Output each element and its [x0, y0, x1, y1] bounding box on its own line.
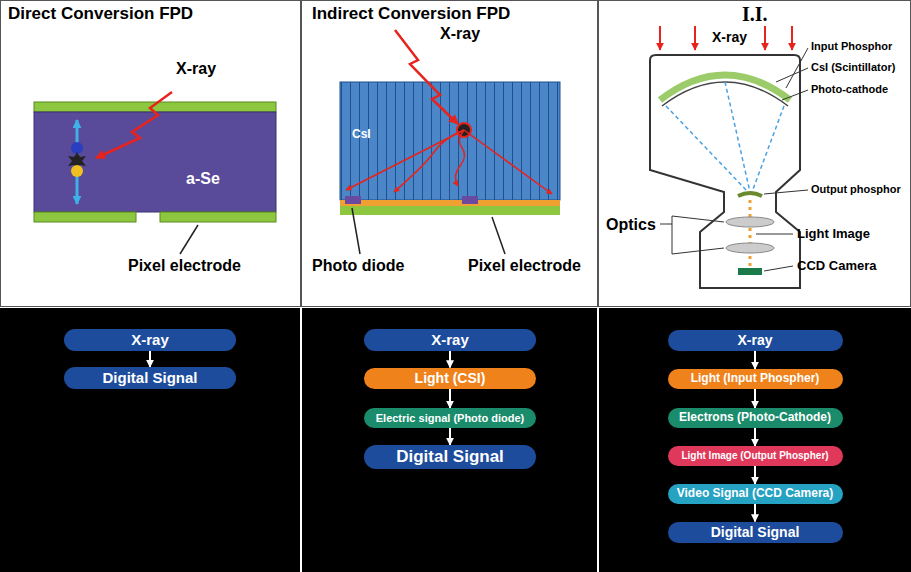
x-ray-arrow [395, 30, 458, 124]
node-text: Electrons (Photo-Cathode) [679, 411, 831, 425]
bottom-panel [302, 308, 597, 572]
substrate [340, 206, 560, 215]
part-label: CsI [352, 128, 371, 141]
lens [726, 243, 774, 253]
bottom-panel [599, 308, 911, 572]
x-ray-arrow [694, 26, 696, 50]
part-label: Output phosphor [811, 183, 901, 195]
process-pill: Electrons (Photo-Cathode) [668, 408, 843, 428]
leader-line [756, 234, 793, 235]
process-pill: Electric signal (Photo diode) [364, 408, 536, 428]
node-text: Light (Input Phospher) [691, 372, 820, 386]
leader-line [180, 225, 198, 254]
optics-bracket [660, 216, 724, 254]
part-label: Photo diode [312, 257, 404, 275]
flow-arrow [149, 351, 151, 367]
process-pill: Video Signal (CCD Camera) [668, 484, 843, 504]
part-label: Photo-cathode [811, 83, 888, 95]
node-text: X-ray [737, 332, 772, 348]
flow-arrow [449, 389, 451, 409]
node-text: X-ray [431, 331, 469, 348]
part-label: Indirect Conversion FPD [312, 5, 510, 24]
process-pill: Digital Signal [64, 367, 236, 389]
part-label: Optics [606, 216, 656, 234]
process-pill: X-ray [668, 330, 843, 351]
x-ray-arrow [96, 92, 172, 158]
part-label: CCD Camera [797, 259, 876, 273]
process-pill: X-ray [64, 329, 236, 351]
process-pill: X-ray [364, 329, 536, 351]
photo-cathode [662, 82, 788, 106]
hole [71, 165, 83, 177]
node-text: Digital Signal [711, 524, 800, 540]
photodiode-layer [340, 200, 560, 206]
lens [726, 217, 774, 227]
panel-divider [597, 0, 599, 307]
output-phosphor [738, 193, 762, 196]
node-text: Light Image (Output Phospher) [681, 450, 828, 462]
x-ray-arrow [659, 26, 661, 50]
flow-arrow [449, 428, 451, 445]
part-label: Input Phosphor [811, 40, 892, 52]
node-text: Video Signal (CCD Camera) [677, 487, 833, 501]
leader-line [764, 266, 793, 271]
ccd-camera [738, 268, 762, 275]
node-text: Digital Signal [102, 369, 197, 386]
part-label: I.I. [742, 3, 768, 25]
flow-arrow [754, 504, 756, 522]
flow-arrow [754, 389, 756, 408]
node-text: Light (CSI) [415, 370, 486, 386]
process-pill: Light (CSI) [364, 368, 536, 389]
part-label: Light Image [797, 227, 870, 241]
ii-housing [650, 55, 800, 288]
process-pill: Light (Input Phospher) [668, 369, 843, 389]
x-ray-arrow [791, 26, 793, 50]
leader-line [776, 68, 808, 82]
electron-path [725, 82, 750, 192]
x-ray-arrow [764, 26, 766, 50]
process-pill: Light Image (Output Phospher) [668, 446, 843, 466]
flow-arrow [754, 351, 756, 370]
light-ray [464, 130, 552, 194]
a-se-layer [34, 112, 276, 212]
panel-divider [300, 0, 302, 307]
input-phosphor [660, 75, 790, 100]
light-ray [394, 130, 464, 192]
photodiode [462, 196, 478, 204]
leader-line [352, 208, 360, 254]
light-beam [749, 200, 752, 266]
node-text: Digital Signal [396, 447, 504, 467]
leader-line [782, 90, 808, 100]
flow-arrow [754, 466, 756, 484]
pixel-electrode [160, 212, 276, 222]
node-text: Electric signal (Photo diode) [376, 412, 525, 425]
photodiode [345, 196, 361, 204]
light-ray [455, 130, 464, 186]
node-text: X-ray [131, 331, 169, 348]
part-label: X-ray [176, 60, 216, 78]
top-panel [1, 1, 911, 307]
part-label: X-ray [440, 25, 480, 43]
leader-line [764, 190, 808, 194]
bottom-panel [0, 308, 300, 572]
csi-scintillator [340, 82, 560, 200]
process-pill: Digital Signal [668, 522, 843, 543]
part-label: X-ray [712, 30, 747, 45]
flow-arrow [449, 351, 451, 368]
process-pill: Digital Signal [364, 445, 536, 469]
part-label: Pixel electrode [128, 257, 241, 275]
leader-line [786, 48, 808, 88]
part-label: Direct Conversion FPD [8, 5, 193, 24]
part-label: CsI (Scintillator) [811, 61, 895, 73]
part-label: Pixel electrode [468, 257, 581, 275]
pixel-electrode [34, 212, 136, 222]
electron-path [752, 106, 784, 192]
part-label: a-Se [186, 170, 220, 188]
electron-path [666, 106, 748, 192]
flow-arrow [754, 428, 756, 446]
leader-line [492, 217, 505, 254]
